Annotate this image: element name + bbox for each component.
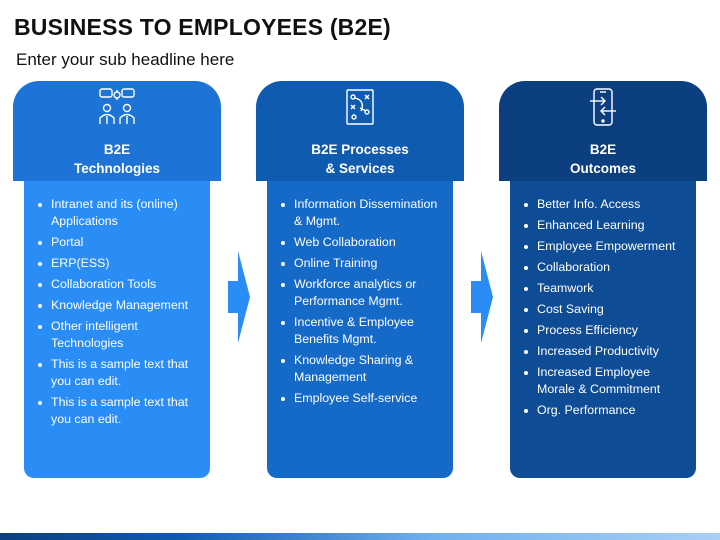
list-item: Knowledge Sharing & Management <box>281 352 447 386</box>
list-item: Online Training <box>281 255 447 272</box>
strategy-board-icon <box>346 89 374 125</box>
item-list: Intranet and its (online) Applications P… <box>24 181 210 428</box>
list-item: Teamwork <box>524 280 690 297</box>
column-title-line2: & Services <box>325 161 395 176</box>
list-item: Collaboration <box>524 259 690 276</box>
item-list: Better Info. Access Enhanced Learning Em… <box>510 181 696 419</box>
column-body: Intranet and its (online) Applications P… <box>24 181 210 478</box>
list-item: Employee Self-service <box>281 390 447 407</box>
column-header: B2E Processes & Services <box>256 81 464 181</box>
list-item: Workforce analytics or Performance Mgmt. <box>281 276 447 310</box>
list-item: Increased Employee Morale & Commitment <box>524 364 690 398</box>
arrow-right-icon <box>471 251 493 343</box>
list-item: This is a sample text that you can edit. <box>38 394 204 428</box>
list-item: Information Dissemination & Mgmt. <box>281 196 447 230</box>
footer-gradient-bar <box>0 533 720 540</box>
item-list: Information Dissemination & Mgmt. Web Co… <box>267 181 453 407</box>
arrow-right-icon <box>228 251 250 343</box>
list-item: Employee Empowerment <box>524 238 690 255</box>
page-subtitle: Enter your sub headline here <box>16 50 235 69</box>
list-item: ERP(ESS) <box>38 255 204 272</box>
list-item: Enhanced Learning <box>524 217 690 234</box>
column-title-line2: Outcomes <box>569 161 637 176</box>
column-body: Better Info. Access Enhanced Learning Em… <box>510 181 696 478</box>
list-item: Better Info. Access <box>524 196 690 213</box>
list-item: Other intelligent Technologies <box>38 318 204 352</box>
list-item: Portal <box>38 234 204 251</box>
people-gear-icon <box>99 88 135 124</box>
list-item: Cost Saving <box>524 301 690 318</box>
list-item: Web Collaboration <box>281 234 447 251</box>
list-item: Intranet and its (online) Applications <box>38 196 204 230</box>
list-item: Process Efficiency <box>524 322 690 339</box>
column-title-line1: B2E <box>103 142 131 157</box>
column-title-line1: B2E <box>589 142 617 157</box>
mobile-transfer-icon <box>590 88 616 126</box>
page-title: BUSINESS TO EMPLOYEES (B2E) <box>14 14 391 40</box>
list-item: This is a sample text that you can edit. <box>38 356 204 390</box>
list-item: Incentive & Employee Benefits Mgmt. <box>281 314 447 348</box>
column-title-line2: Technologies <box>73 161 160 176</box>
column-body: Information Dissemination & Mgmt. Web Co… <box>267 181 453 478</box>
list-item: Increased Productivity <box>524 343 690 360</box>
column-header: B2E Outcomes <box>499 81 707 181</box>
list-item: Knowledge Management <box>38 297 204 314</box>
list-item: Org. Performance <box>524 402 690 419</box>
column-header: B2E Technologies <box>13 81 221 181</box>
column-title-line1: B2E Processes <box>311 142 409 157</box>
list-item: Collaboration Tools <box>38 276 204 293</box>
